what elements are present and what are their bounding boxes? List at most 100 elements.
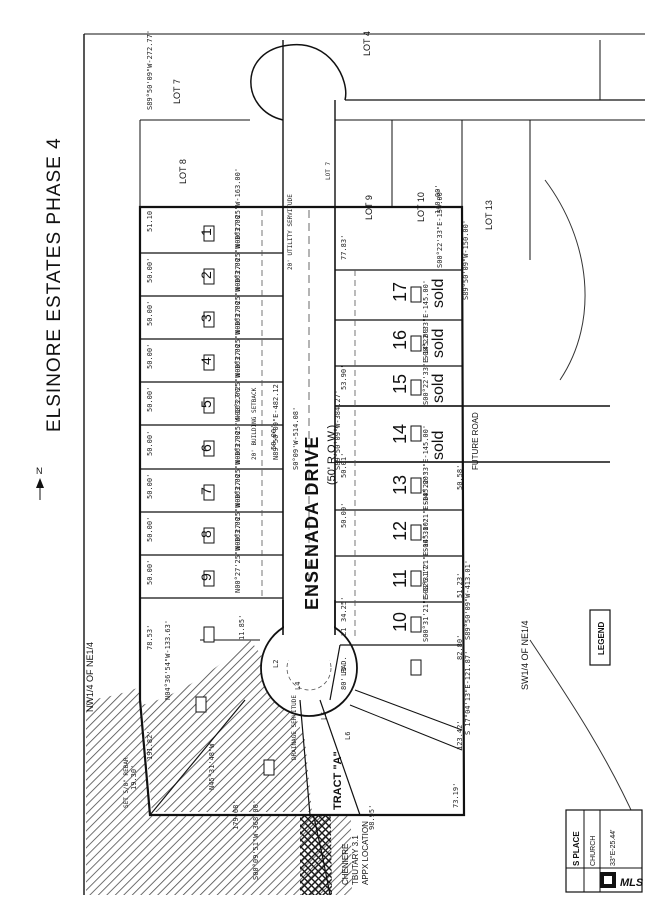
annotation: DRAINAGE SERVITUDE — [291, 695, 298, 760]
annotation: N45°31'48"W — [208, 743, 216, 790]
dimension: 34.25' — [340, 597, 348, 622]
legend-box — [589, 609, 611, 666]
bearing-label: N00°27'25"W-163.00' — [234, 168, 242, 248]
dimension: 73.19' — [452, 783, 460, 808]
bearing-label: S00°22'33"E-145.00' — [422, 280, 430, 360]
quarter-left: NW1/4 OF NE1/4 — [85, 642, 95, 712]
sold-label: sold — [430, 374, 447, 403]
annotation: L3 — [340, 668, 348, 676]
road-call: S0°09'W-514.08' — [292, 407, 300, 470]
east-bearings: S00°22'33"E-150.00' S00°22'33"E-145.00' … — [422, 188, 444, 642]
lot-number: 4 — [198, 357, 214, 365]
annotation: 80' RAD. — [340, 656, 348, 690]
annotation: L2 — [272, 660, 280, 668]
bearing-label: N00°27'25"W-163.00' — [234, 384, 242, 464]
east-lot-numbers: 17 16 15 14 13 12 11 10 — [390, 282, 410, 632]
existing-lot: LOT 4 — [362, 31, 372, 56]
bearing-label: N00°27'25"W-163.00' — [234, 211, 242, 291]
dimension: 50.00' — [146, 301, 154, 326]
cul-de-sac-mask — [284, 600, 334, 660]
bearing-label: N00°27'25"W-163.00' — [234, 297, 242, 377]
existing-lot: LOT 13 — [484, 200, 494, 230]
legend-label: LEGEND — [597, 621, 606, 655]
creek-line-north — [544, 179, 586, 381]
road-calls: N89°50'09"E-482.12' S0°09'W-514.08' S89°… — [146, 30, 472, 640]
channel-label-2: TBUTARY 3.1 — [351, 835, 360, 885]
dimension: 179.68' — [232, 800, 240, 830]
bearing-label: S00°31'21"E-126.17' — [422, 562, 430, 642]
dimension: 19.30' — [130, 765, 138, 790]
lot-number: 13 — [390, 475, 410, 495]
quarter-right: SW1/4 OF NE1/4 — [520, 620, 530, 690]
lot-number: 17 — [390, 282, 410, 302]
annotation: L4 — [294, 682, 302, 690]
lot-number: 9 — [198, 573, 214, 581]
diagonal-line — [149, 699, 246, 816]
lot-number: 16 — [390, 330, 410, 350]
drainage-line-2 — [349, 704, 463, 751]
plat-title: ELSINORE ESTATES PHASE 4 — [44, 137, 65, 432]
dimension: 50.00' — [146, 431, 154, 456]
annotation: 20' BUILDING SETBACK — [251, 387, 258, 460]
dimension: 50.01' — [340, 453, 348, 478]
lot-number: 11 — [390, 569, 410, 588]
sold-label: sold — [430, 329, 447, 358]
annotation: L5 — [320, 712, 328, 720]
existing-lot: LOT 10 — [416, 192, 426, 222]
misc-annotations: SET 5/8" REBAR 20' UTILITY SERVITUDE 20'… — [123, 162, 472, 880]
dimension: 50.00' — [146, 560, 154, 585]
bearing-label: N00°27'25"W-163.00' — [234, 340, 242, 420]
sold-label: sold — [430, 279, 447, 308]
dimension: 53.90' — [340, 365, 348, 390]
existing-lot: LOT 7 — [172, 79, 182, 104]
title-block-line: 33°E-25.44' — [609, 830, 617, 866]
dimension: 50.00' — [340, 503, 348, 528]
bearing-label: S00°31'21"E-145.00' — [422, 472, 430, 552]
cul-de-sac-inner — [286, 645, 332, 691]
sold-labels: sold sold sold sold — [430, 279, 447, 460]
road-call: S89°50'09"W-150.00' — [462, 220, 470, 300]
road-call: S89°50'09"W-413.01' — [464, 560, 472, 640]
dimension: 140.00' — [434, 184, 442, 214]
tract-line-2 — [299, 699, 311, 816]
bearing-label: N00°27'25"W-163.00' — [234, 427, 242, 507]
dimension: 50.00' — [146, 258, 154, 283]
title-block-line: CHURCH — [590, 836, 597, 866]
road-call: N89°50'09"E-482.12' — [272, 380, 280, 460]
dimension-labels: 51.10 50.00' 50.00' 50.00' 50.00' 50.00'… — [130, 184, 464, 830]
tract-line-1 — [319, 699, 361, 816]
drainage-line-1 — [354, 689, 463, 731]
annotation: 20' UTILITY SERVITUDE — [287, 194, 294, 270]
dimension: 77.83' — [340, 235, 348, 260]
dimension: 50.00' — [146, 344, 154, 369]
sold-label: sold — [430, 431, 447, 460]
lot-number: 3 — [198, 314, 214, 322]
lot-number: 6 — [198, 444, 214, 452]
lot10-line — [329, 644, 341, 701]
channel-label-3: APPX LOCATION — [361, 821, 370, 885]
building-boxes-east — [410, 286, 422, 676]
dimension: 82.80' — [456, 635, 464, 660]
lot-number: 12 — [390, 521, 410, 541]
lot-number: 8 — [198, 530, 214, 538]
west-lot-lines — [140, 252, 283, 599]
street-name: ENSENADA DRIVE — [302, 436, 322, 610]
annotation: L6 — [344, 732, 352, 740]
building-boxes-west — [195, 225, 275, 776]
mls-logo: MLS — [600, 872, 644, 889]
bearing-label: N00°27'25"W-163.00' — [234, 470, 242, 550]
lot-number: 2 — [198, 271, 214, 279]
annotation: 11.85' — [238, 615, 246, 640]
title-block-line: S PLACE — [572, 831, 581, 866]
lot-number: 15 — [390, 374, 410, 394]
west-lot-numbers: 1 2 3 4 5 6 7 8 9 — [198, 228, 214, 581]
creek-line-south — [529, 639, 641, 831]
dimension: 50.00' — [146, 387, 154, 412]
annotation: S00°09'51"W-368.00' — [252, 800, 260, 880]
dimension: 50.00' — [270, 425, 278, 450]
road-call: S89°50'09"W-384.27' — [334, 390, 342, 470]
dimension: 50.00' — [146, 474, 154, 499]
annotation: N04°36'54"W-133.63' — [164, 620, 172, 700]
bearing-label: S00°31'21"E-145.00' — [422, 518, 430, 598]
